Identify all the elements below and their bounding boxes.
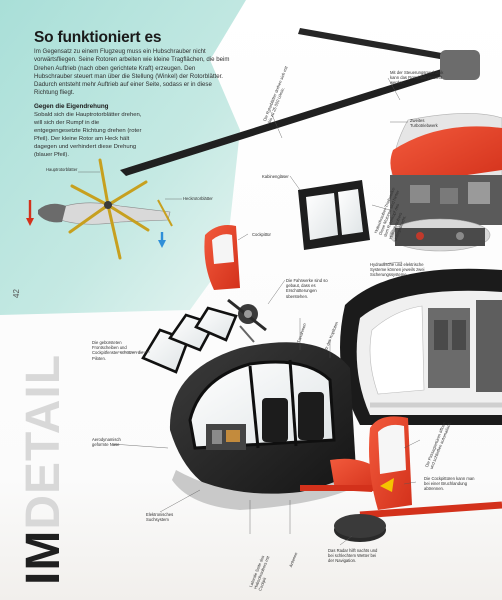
fuselage-cabin-icon — [340, 268, 502, 425]
tail-rotor-label: Heckrotorblätter — [183, 196, 213, 201]
section-mark-detail: DETAIL — [17, 353, 70, 530]
section-mark: IMDETAIL — [17, 353, 70, 585]
callout-cockpit-door: Cockpittür — [252, 232, 271, 237]
small-helicopter-diagram — [26, 158, 182, 260]
callout-windshield: Die gebürsteten Frontscheiben und Cockpi… — [92, 340, 144, 361]
callout-turbine: Zweites Turbotriebwerk — [410, 118, 438, 129]
main-rotor-label: Hauptrotorblätter — [46, 167, 78, 172]
passenger-door-icon — [369, 416, 412, 510]
callout-radar: Das Radar hilft nachts und bei schlechte… — [328, 548, 378, 564]
callout-hydraulics: Hydraulische und elektrische Systeme kön… — [370, 262, 425, 278]
callout-electronics: Elektronisches Suchsystem — [146, 512, 174, 523]
subheading-paragraph: Sobald sich die Hauptrotorblätter drehen… — [34, 112, 142, 159]
callout-controls: Mit der Steuerungsmechanik kann das Roto… — [390, 70, 444, 86]
callout-cockpit-door-jettison: Die Cockpittüren kann man bei einer Bruc… — [424, 476, 475, 492]
page-title: So funktioniert es — [34, 29, 162, 46]
callout-cabin-glass: Kabinengläser — [262, 174, 289, 179]
subheading: Gegen die Eigendrehung — [34, 103, 109, 110]
section-mark-im: IM — [17, 529, 70, 585]
leader-lines — [111, 77, 421, 546]
cockpit-frame-icon — [169, 342, 400, 510]
callout-nose: Aerodynamisch geformte Nase — [92, 437, 121, 448]
radar-dish-icon — [334, 514, 386, 542]
intro-paragraph: Im Gegensatz zu einem Flugzeug muss ein … — [34, 48, 230, 97]
cockpit-door-icon — [204, 225, 240, 290]
skid-icon — [359, 501, 502, 519]
upper-fuselage-icon — [389, 113, 502, 252]
page-number: 42 — [12, 289, 21, 298]
windshield-panels-icon — [141, 306, 238, 374]
control-mechanism-icon — [227, 298, 267, 343]
cabin-window-icon — [298, 180, 370, 250]
callout-landing-gear: Die Fahrwerke sind so gebaut, dass es Er… — [286, 278, 328, 299]
main-rotor-blade-icon — [120, 28, 480, 176]
